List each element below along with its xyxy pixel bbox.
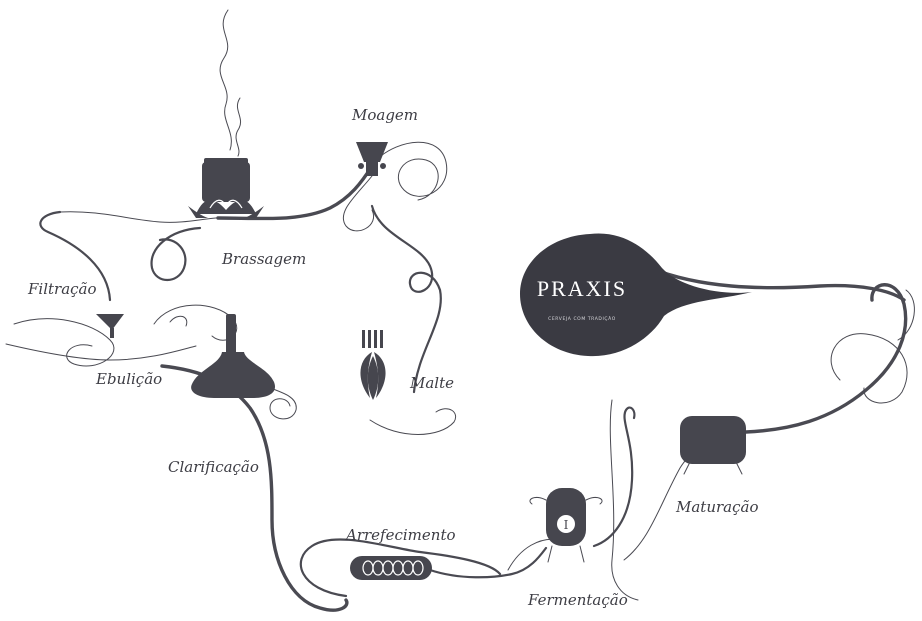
label-malte: Malte xyxy=(409,374,454,392)
boil-kettle-icon xyxy=(191,314,275,398)
brand-name: PRAXIS xyxy=(537,276,627,301)
label-brassagem: Brassagem xyxy=(221,250,306,268)
label-fermentacao: Fermentação xyxy=(527,591,628,609)
fermenter-tank-icon: I xyxy=(530,488,602,562)
maturacao-to-brand xyxy=(746,285,906,432)
fermentacao-swirl xyxy=(508,539,560,570)
filter-funnel-icon xyxy=(96,314,124,338)
connector-flourishes xyxy=(6,10,914,610)
praxis-drop-logo: PRAXIS CERVEJA COM TRADIÇÃO xyxy=(520,233,752,356)
steam-flourish-2 xyxy=(236,98,241,156)
label-maturacao: Maturação xyxy=(675,498,758,516)
arrefecimento-to-fermentacao xyxy=(430,548,546,577)
fermenter-badge: I xyxy=(564,518,569,532)
wheat-ear-icon xyxy=(360,330,385,400)
maturation-tank-icon xyxy=(680,416,746,474)
filtracao-swirl xyxy=(6,344,196,360)
mill-funnel-icon xyxy=(356,142,388,176)
label-clarificacao: Clarificação xyxy=(168,458,259,476)
moagem-loop xyxy=(376,142,447,200)
cooling-coil-icon xyxy=(350,556,432,580)
malte-base-swirl xyxy=(370,409,456,435)
steam-flourish xyxy=(220,10,231,150)
ebulicao-swirl-2 xyxy=(170,316,187,326)
label-moagem: Moagem xyxy=(351,106,418,124)
label-arrefecimento: Arrefecimento xyxy=(344,526,456,544)
mash-tun-lotus-icon xyxy=(188,158,264,218)
brassagem-loop xyxy=(152,228,200,280)
ebulicao-swirl xyxy=(154,305,237,340)
label-ebulicao: Ebulição xyxy=(95,370,162,388)
brand-loop xyxy=(831,334,907,403)
fermentacao-hook-2 xyxy=(610,400,638,600)
label-filtracao: Filtração xyxy=(27,280,97,298)
step-labels: Moagem Brassagem Filtração Ebulição Malt… xyxy=(27,106,758,609)
brand-tagline: CERVEJA COM TRADIÇÃO xyxy=(548,315,616,322)
filtracao-swirl-2 xyxy=(14,319,114,366)
ebulicao-to-arrefecimento xyxy=(162,366,347,610)
